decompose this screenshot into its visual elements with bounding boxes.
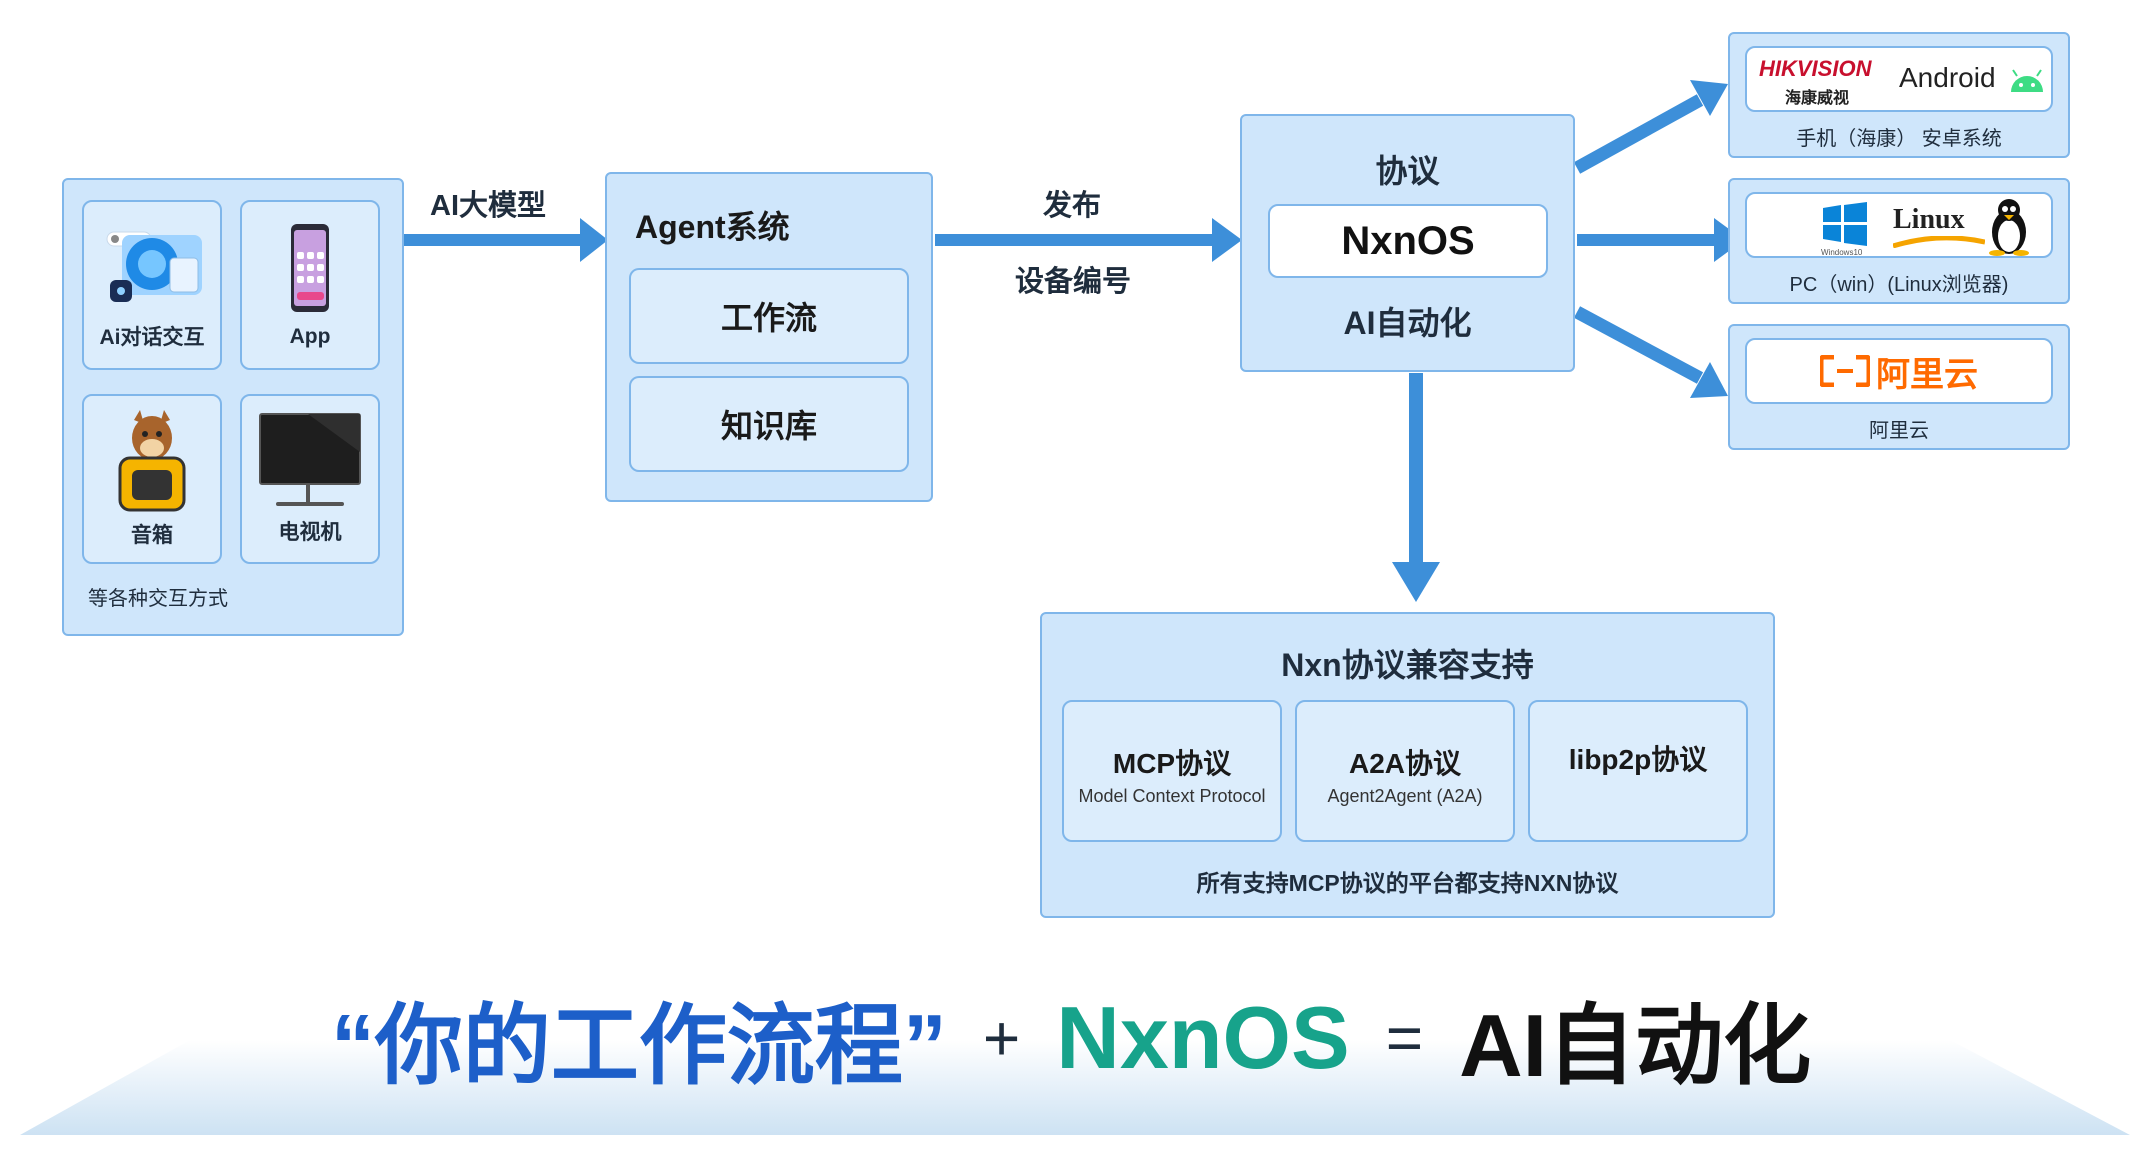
compat-box-title: MCP协议	[1112, 748, 1232, 779]
compat-box-sub: Agent2Agent (A2A)	[1327, 786, 1483, 806]
phone-icon	[291, 223, 329, 312]
interaction-card-ai-chat[interactable]: Ai对话交互	[82, 200, 222, 370]
protocol-title: 协议	[1375, 153, 1440, 189]
interaction-card-speaker[interactable]: 音箱	[82, 394, 222, 564]
slogan-equals: =	[1385, 1002, 1424, 1074]
chat-app-icon	[106, 231, 202, 302]
slogan-plus: +	[982, 1002, 1021, 1074]
speaker-mascot-icon	[118, 409, 186, 511]
bottom-stage	[0, 1000, 2142, 1140]
linux-penguin-icon	[1989, 199, 2029, 256]
compat-box-title: libp2p协议	[1568, 744, 1708, 775]
windows-icon	[1823, 202, 1867, 246]
target-aliyun-logo[interactable]: 阿里云	[1745, 338, 2053, 404]
interaction-footer: 等各种交互方式	[88, 588, 228, 610]
arrow-label-publish: 发布	[1043, 190, 1102, 222]
interaction-card-app[interactable]: App	[240, 200, 380, 370]
compat-box-libp2p[interactable]: libp2p协议	[1528, 700, 1748, 842]
target-aliyun-caption: 阿里云	[1869, 420, 1929, 442]
interaction-label: Ai对话交互	[99, 325, 205, 349]
arrow-label-device-id: 设备编号	[1015, 266, 1132, 298]
slogan-workflow: “你的工作流程”	[330, 995, 947, 1095]
compat-box-title: A2A协议	[1348, 748, 1461, 779]
target-android-caption: 手机（海康） 安卓系统	[1796, 128, 2002, 150]
android-logo-text: Android	[1899, 62, 1996, 93]
target-pc-logo[interactable]: Windows10 Linux	[1745, 192, 2053, 258]
target-android-logo[interactable]: HIKVISION 海康威视 Android	[1745, 46, 2053, 112]
slogan-nxnos: NxnOS	[1056, 988, 1350, 1087]
slogan-ai-automation: AI自动化	[1459, 995, 1812, 1095]
agent-title: Agent系统	[635, 209, 790, 245]
compat-title: Nxn协议兼容支持	[1281, 647, 1534, 683]
hikvision-sub: 海康威视	[1785, 90, 1850, 107]
arrow-label-ai-model: AI大模型	[430, 190, 547, 222]
interaction-card-tv[interactable]: 电视机	[240, 394, 380, 564]
linux-swoosh-icon	[1893, 236, 1985, 248]
agent-item-knowledge[interactable]: 知识库	[629, 376, 909, 472]
agent-item-workflow[interactable]: 工作流	[629, 268, 909, 364]
interaction-label: 电视机	[278, 521, 342, 544]
interaction-label: 音箱	[131, 523, 173, 547]
protocol-subtitle: AI自动化	[1343, 305, 1472, 341]
android-icon	[2011, 69, 2043, 92]
target-pc-caption: PC（win）(Linux浏览器)	[1789, 274, 2009, 296]
hikvision-logo: HIKVISION	[1759, 56, 1872, 81]
compat-footer: 所有支持MCP协议的平台都支持NXN协议	[1196, 870, 1619, 896]
interaction-label: App	[289, 324, 331, 348]
windows-logo-text: Windows10	[1821, 248, 1863, 257]
compat-box-sub: Model Context Protocol	[1078, 786, 1266, 806]
compat-box-a2a[interactable]: A2A协议 Agent2Agent (A2A)	[1295, 700, 1515, 842]
tv-icon	[259, 413, 361, 506]
linux-logo-text: Linux	[1893, 204, 1965, 235]
protocol-core[interactable]: NxnOS	[1268, 204, 1548, 278]
compat-box-mcp[interactable]: MCP协议 Model Context Protocol	[1062, 700, 1282, 842]
aliyun-logo-text: 阿里云	[1876, 355, 1978, 394]
aliyun-icon	[1820, 355, 1870, 387]
slogan: “你的工作流程” + NxnOS = AI自动化	[0, 988, 2142, 1095]
